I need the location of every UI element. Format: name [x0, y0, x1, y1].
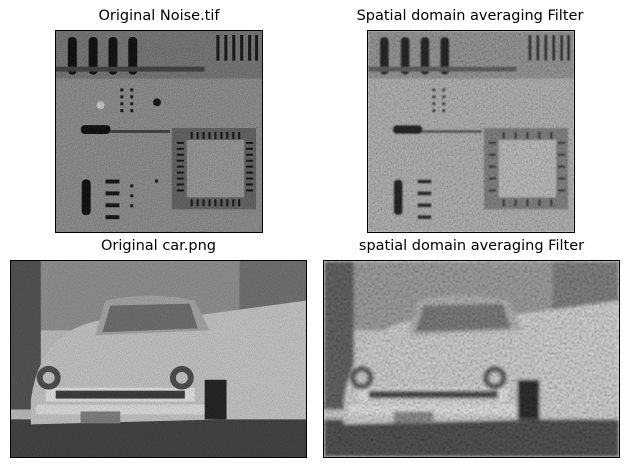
panel-title-original-car: Original car.png: [100, 238, 217, 254]
image-panel-original-car: [10, 260, 307, 458]
panel-title-original-noise: Original Noise.tif: [98, 8, 220, 24]
vintage-car-noisy-image: [11, 261, 306, 457]
image-panel-original-noise: [55, 30, 263, 233]
vintage-car-smoothed-image: [324, 261, 619, 457]
circuit-board-noisy-image: [56, 31, 262, 232]
image-panel-spatial-averaging-2: [323, 260, 620, 458]
panel-title-spatial-averaging-2: spatial domain averaging Filter: [358, 238, 585, 254]
image-panel-spatial-averaging-1: [367, 30, 575, 233]
panel-title-spatial-averaging-1: Spatial domain averaging Filter: [356, 8, 584, 24]
circuit-board-smoothed-image: [368, 31, 574, 232]
